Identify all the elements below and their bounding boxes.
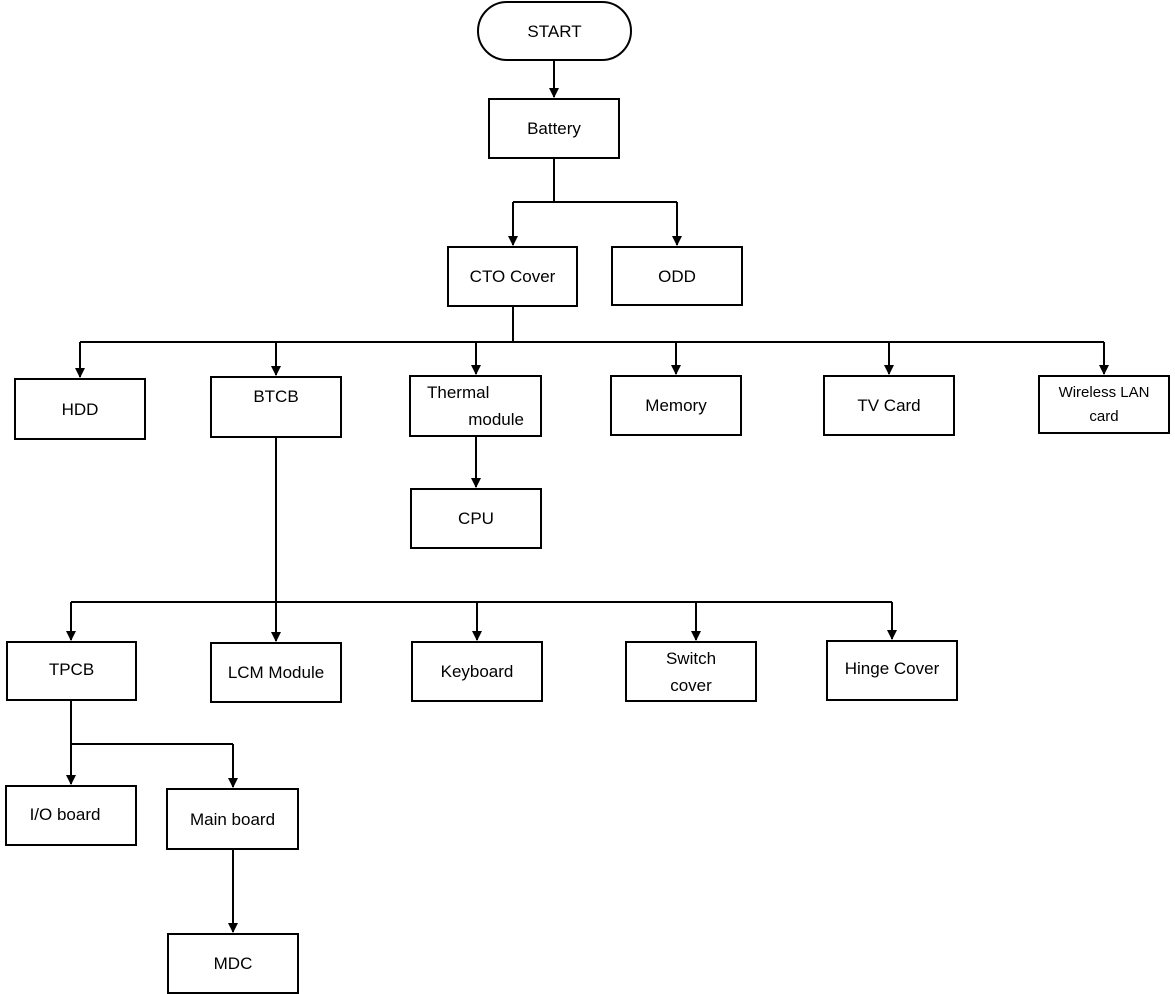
- hinge-cover-node: Hinge Cover: [826, 640, 958, 701]
- odd-node: ODD: [611, 246, 743, 306]
- hdd-label: HDD: [61, 399, 99, 419]
- memory-label: Memory: [645, 396, 707, 415]
- lcm-module-label: LCM Module: [227, 663, 325, 682]
- memory-node: Memory: [610, 375, 742, 436]
- io-board-label: I/O board: [29, 805, 101, 824]
- cto-cover-node: CTO Cover: [447, 246, 578, 307]
- tv-card-label: TV Card: [857, 396, 921, 415]
- battery-label: Battery: [527, 119, 581, 138]
- main-board-node: Main board: [166, 788, 299, 850]
- thermal-module-node: Thermal module: [409, 375, 542, 437]
- wireless-lan-card-label-line2: card: [1089, 407, 1119, 425]
- cto-cover-label: CTO Cover: [469, 267, 556, 286]
- start-label: START: [527, 21, 582, 41]
- wireless-lan-card-node: Wireless LAN card: [1038, 375, 1170, 434]
- cpu-node: CPU: [410, 488, 542, 549]
- keyboard-node: Keyboard: [411, 641, 543, 702]
- thermal-module-label-line1: Thermal: [427, 383, 490, 402]
- btcb-node: BTCB: [210, 376, 342, 438]
- mdc-node: MDC: [167, 933, 299, 994]
- main-board-label: Main board: [189, 809, 276, 829]
- hdd-node: HDD: [14, 378, 146, 440]
- switch-cover-label-line2: cover: [670, 675, 712, 695]
- switch-cover-node: Switch cover: [625, 641, 757, 702]
- tv-card-node: TV Card: [823, 375, 955, 436]
- tpcb-node: TPCB: [6, 641, 137, 701]
- thermal-module-label-line2: module: [468, 410, 524, 429]
- io-board-node: I/O board: [5, 785, 137, 846]
- hinge-cover-label: Hinge Cover: [844, 659, 940, 678]
- battery-node: Battery: [488, 98, 620, 159]
- switch-cover-label-line1: Switch: [665, 648, 717, 668]
- cpu-label: CPU: [458, 509, 494, 528]
- start-node: START: [477, 1, 632, 61]
- keyboard-label: Keyboard: [440, 662, 514, 681]
- lcm-module-node: LCM Module: [210, 642, 342, 703]
- tpcb-label: TPCB: [48, 660, 95, 679]
- wireless-lan-card-label-line1: Wireless LAN: [1058, 383, 1150, 401]
- mdc-label: MDC: [213, 954, 253, 973]
- btcb-label: BTCB: [253, 387, 299, 406]
- odd-label: ODD: [658, 266, 696, 286]
